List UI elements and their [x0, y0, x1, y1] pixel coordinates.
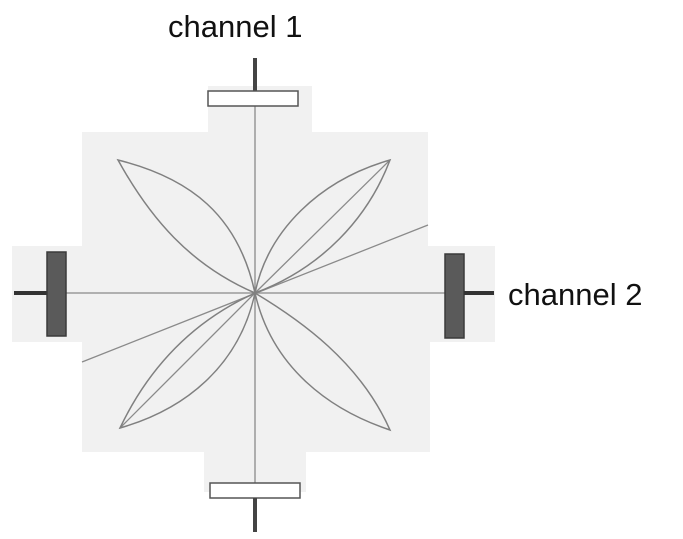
petal-lower-right [253, 291, 392, 432]
electrode-left [14, 251, 67, 337]
petal-axis-lower-left [119, 292, 256, 429]
electrode-bottom [209, 482, 301, 532]
channel-1-label: channel 1 [168, 9, 303, 44]
petal-axis-upper-right [254, 159, 391, 294]
petal-group [116, 158, 392, 432]
electrode-top [207, 58, 299, 107]
petal-lower-left [118, 291, 257, 430]
channel-2-label: channel 2 [508, 277, 643, 312]
petal-upper-right [253, 158, 392, 295]
electrode-right [444, 253, 494, 339]
petal-upper-left [116, 158, 257, 295]
